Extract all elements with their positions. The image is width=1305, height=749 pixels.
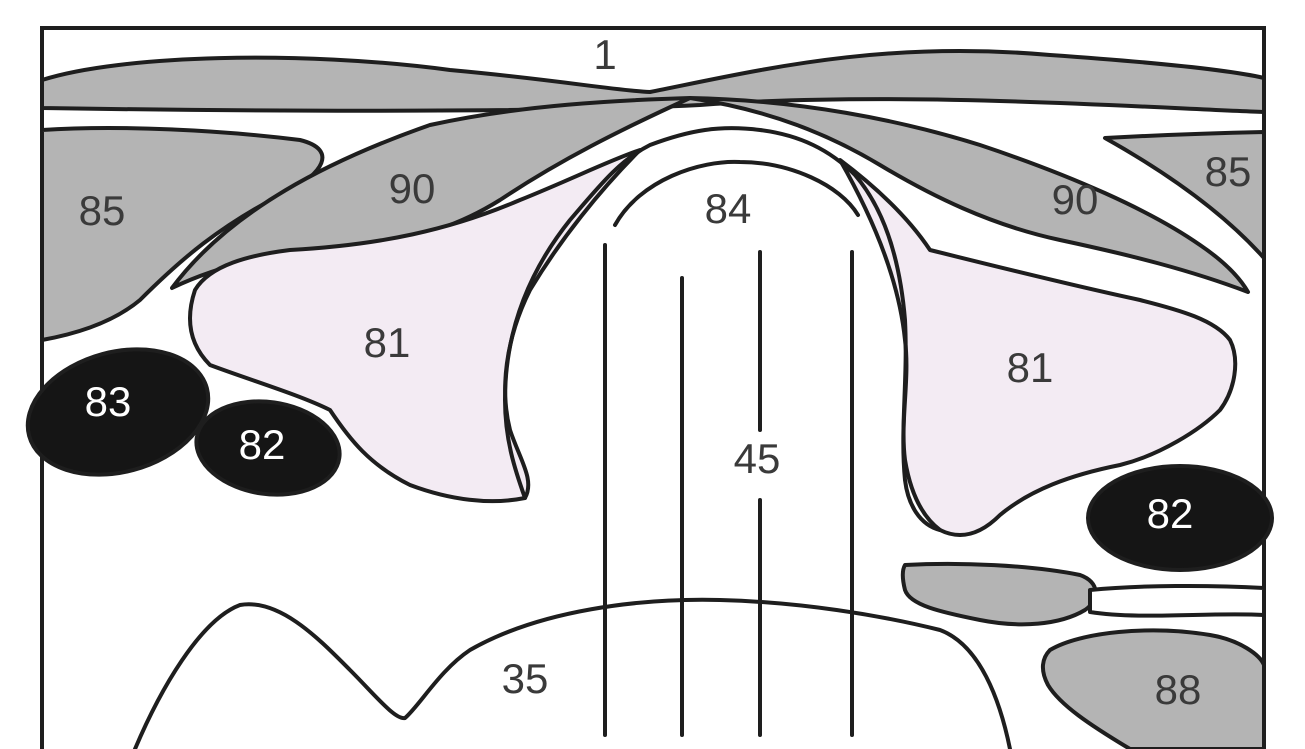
label-83: 83 [85,378,132,425]
label-90-left: 90 [389,165,436,212]
label-85-right: 85 [1205,148,1252,195]
label-82-left: 82 [239,421,286,468]
label-45: 45 [734,435,781,482]
label-88: 88 [1155,666,1202,713]
label-81-right: 81 [1007,344,1054,391]
label-85-left: 85 [79,187,126,234]
label-82-right: 82 [1147,490,1194,537]
label-90-right: 90 [1052,176,1099,223]
label-1: 1 [593,31,616,78]
label-81-left: 81 [364,319,411,366]
label-84: 84 [705,185,752,232]
label-35: 35 [502,655,549,702]
region-gray-right-sliver [1090,586,1264,616]
